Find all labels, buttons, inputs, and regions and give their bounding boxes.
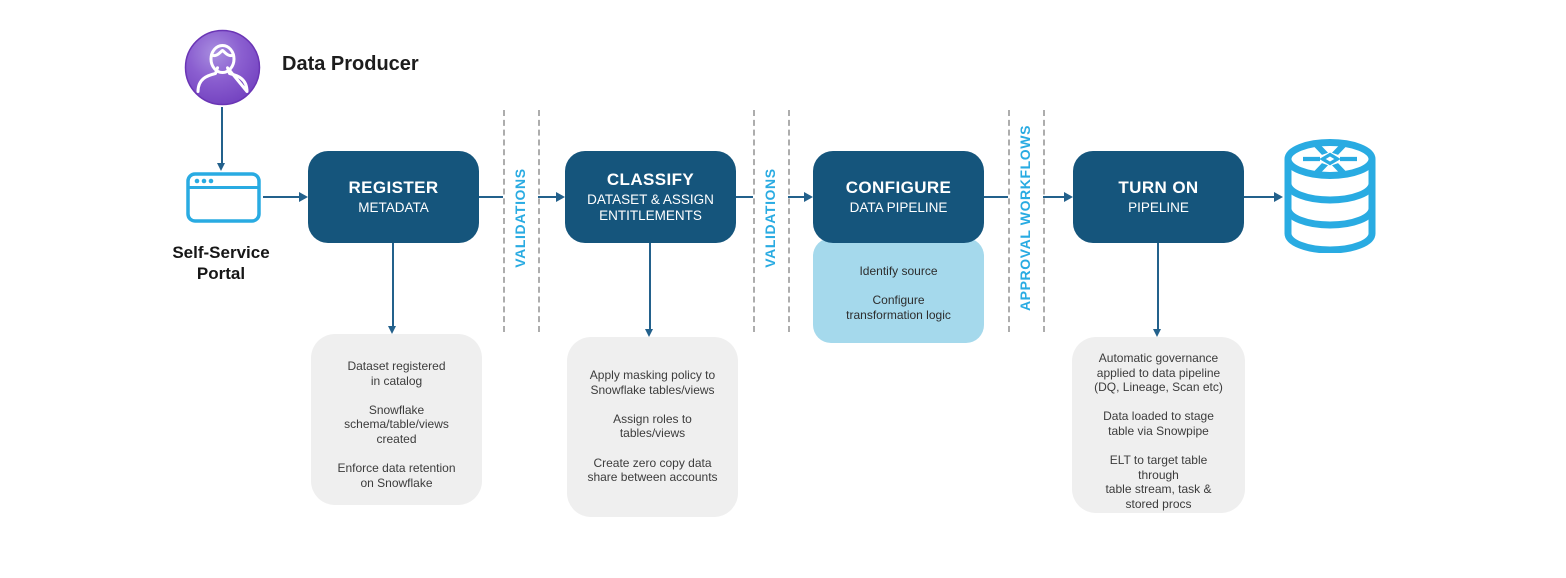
step-box-classify: CLASSIFY DATASET & ASSIGN ENTITLEMENTS (565, 151, 736, 243)
configure-detail-box: Identify source Configure transformation… (813, 238, 984, 343)
data-producer-label: Data Producer (282, 53, 419, 75)
gate-dashed-line (1008, 110, 1010, 332)
gate-to-turnon-line (1043, 196, 1065, 198)
arrow-down-icon (217, 163, 225, 171)
gate-dashed-line (538, 110, 540, 332)
step-box-turn-on: TURN ON PIPELINE (1073, 151, 1244, 243)
arrow-down-icon (1153, 329, 1161, 337)
register-note-box: Dataset registered in catalog Snowflake … (311, 334, 482, 505)
validations-gate-label: VALIDATIONS (762, 168, 778, 268)
step-title: TURN ON (1118, 178, 1199, 197)
step-box-register: REGISTER METADATA (308, 151, 479, 243)
person-avatar-icon (184, 29, 261, 106)
gate-dashed-line (753, 110, 755, 332)
arrow-right-icon (1064, 192, 1073, 202)
step-title: REGISTER (348, 178, 439, 197)
register-to-gate-line (479, 196, 503, 198)
arrow-right-icon (556, 192, 565, 202)
gate-to-configure-line (788, 196, 805, 198)
step-subtitle: METADATA (358, 200, 429, 215)
gate-dashed-line (788, 110, 790, 332)
step-title: CLASSIFY (606, 170, 695, 189)
classify-to-gate-line (736, 196, 753, 198)
step-subtitle: DATA PIPELINE (849, 200, 948, 215)
self-service-portal-label: Self-Service Portal (172, 243, 270, 283)
step-title: CONFIGURE (845, 178, 952, 197)
arrow-down-icon (388, 326, 396, 334)
turnon-note-box: Automatic governance applied to data pip… (1072, 337, 1245, 513)
actor-to-portal-line (221, 107, 223, 164)
classify-to-note-line (649, 243, 651, 330)
classify-note-box: Apply masking policy to Snowflake tables… (567, 337, 738, 517)
validations-gate-label: VALIDATIONS (512, 168, 528, 268)
arrow-right-icon (299, 192, 308, 202)
snowflake-database-icon (1284, 139, 1376, 253)
step-subtitle: PIPELINE (1128, 200, 1189, 215)
gate-to-classify-line (538, 196, 557, 198)
turnon-to-snowflake-line (1244, 196, 1275, 198)
gate-dashed-line (503, 110, 505, 332)
arrow-down-icon (645, 329, 653, 337)
step-box-configure: CONFIGURE DATA PIPELINE (813, 151, 984, 243)
approval-workflows-gate-label: APPROVAL WORKFLOWS (1017, 124, 1033, 312)
step-subtitle: DATASET & ASSIGN ENTITLEMENTS (587, 192, 714, 223)
arrow-right-icon (804, 192, 813, 202)
portal-to-register-line (263, 196, 299, 198)
gate-dashed-line (1043, 110, 1045, 332)
configure-to-gate-line (984, 196, 1008, 198)
register-to-note-line (392, 243, 394, 327)
arrow-right-icon (1274, 192, 1283, 202)
browser-window-icon (186, 172, 261, 223)
turnon-to-note-line (1157, 243, 1159, 330)
